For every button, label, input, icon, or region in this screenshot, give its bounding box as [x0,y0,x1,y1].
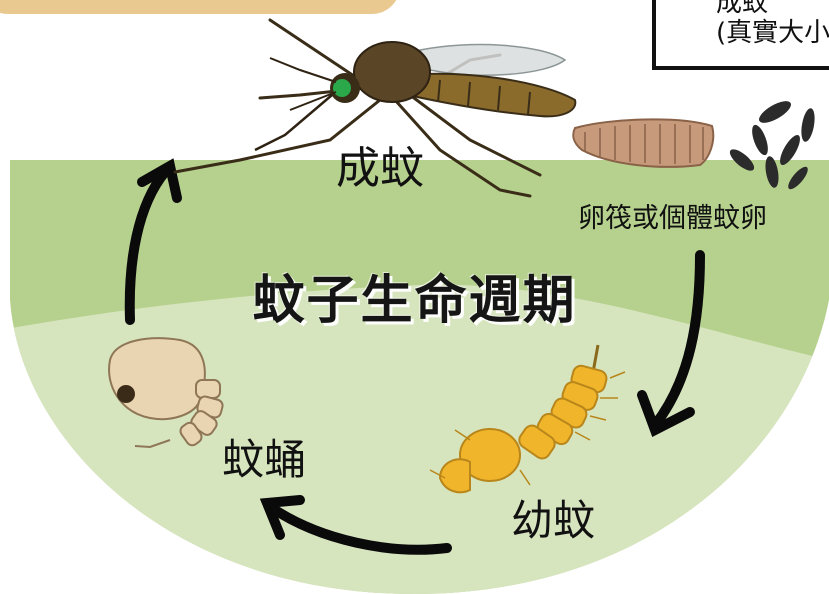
stage-label-pupa: 蚊蛹 [222,426,306,487]
stage-label-adult: 成蚊 [336,132,424,196]
diagram-title: 蚊子生命週期 [0,258,829,333]
scale-reference-box: 成蚊 (真實大小 [652,0,829,70]
egg-raft-icon [573,119,713,166]
stage-label-larva: 幼蚊 [511,487,595,548]
scale-note: (真實大小 [716,12,829,49]
stage-label-eggs: 卵筏或個體蚊卵 [578,196,767,235]
